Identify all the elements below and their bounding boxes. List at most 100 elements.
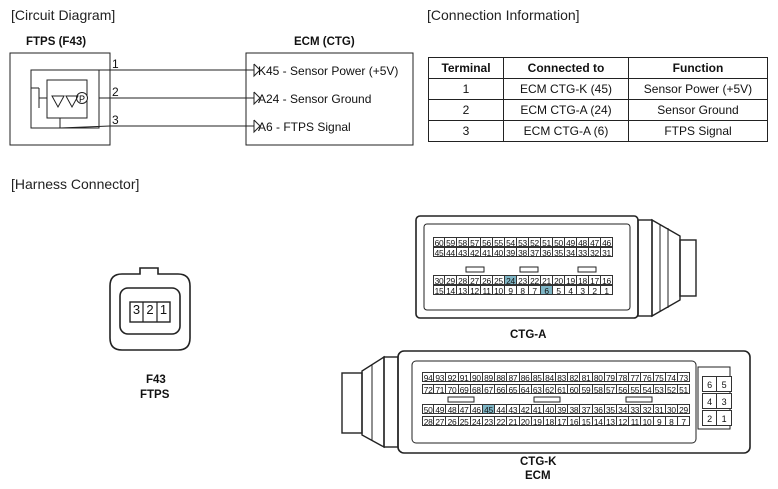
connector-pin: 74 bbox=[665, 372, 678, 383]
connector-pin: 18 bbox=[577, 275, 589, 286]
connector-pin: 52 bbox=[529, 237, 541, 248]
connector-pin: 16 bbox=[601, 275, 613, 286]
connector-pin: 45 bbox=[433, 247, 445, 258]
connector-pin: 73 bbox=[677, 372, 691, 383]
connector-pin: 13 bbox=[457, 285, 469, 296]
connector-pin: 78 bbox=[617, 372, 630, 383]
connector-pin: 81 bbox=[580, 372, 593, 383]
connector-pin: 47 bbox=[458, 404, 471, 415]
connector-pin: 35 bbox=[604, 404, 617, 415]
connector-pin: 68 bbox=[470, 384, 483, 395]
connector-pin: 27 bbox=[434, 416, 447, 427]
connector-pin: 25 bbox=[458, 416, 471, 427]
f43-pin: 1 bbox=[159, 302, 168, 317]
connector-pin: 28 bbox=[422, 416, 435, 427]
connector-pin: 52 bbox=[665, 384, 678, 395]
connector-pin: 44 bbox=[495, 404, 508, 415]
connector-pin: 58 bbox=[592, 384, 605, 395]
ecm-connector-label: ECM bbox=[525, 470, 551, 482]
connector-pin: 27 bbox=[469, 275, 481, 286]
connector-pin: 1 bbox=[717, 410, 732, 426]
connector-pin: 43 bbox=[457, 247, 469, 258]
ctg-a-label: CTG-A bbox=[510, 329, 547, 341]
connector-pin: 10 bbox=[641, 416, 654, 427]
ftps-connector-label: FTPS bbox=[140, 389, 170, 401]
pin-flag-icon bbox=[253, 91, 261, 106]
connector-pin: 20 bbox=[519, 416, 532, 427]
connector-pin: 1 bbox=[601, 285, 613, 296]
connector-pin: 94 bbox=[422, 372, 435, 383]
connector-pin: 32 bbox=[641, 404, 654, 415]
connector-pin: 76 bbox=[641, 372, 654, 383]
connector-pin: 56 bbox=[617, 384, 630, 395]
connector-pin: 8 bbox=[517, 285, 529, 296]
connector-pin: 67 bbox=[482, 384, 496, 395]
connector-pin: 56 bbox=[481, 237, 493, 248]
connector-pin: 24 bbox=[505, 275, 517, 286]
triangle-icon bbox=[51, 95, 65, 109]
cell-function: Sensor Power (+5V) bbox=[628, 78, 768, 100]
connector-pin: 86 bbox=[519, 372, 532, 383]
connector-pin: 42 bbox=[519, 404, 532, 415]
ftps-box bbox=[9, 52, 111, 146]
connector-pin: 82 bbox=[568, 372, 581, 383]
connector-pin: 40 bbox=[543, 404, 557, 415]
cell-function: FTPS Signal bbox=[628, 120, 768, 142]
triangle-icon bbox=[65, 95, 79, 109]
cell-terminal: 3 bbox=[428, 120, 504, 142]
ecm-label: ECM (CTG) bbox=[294, 36, 355, 48]
connector-pin: 21 bbox=[541, 275, 553, 286]
connector-pin: 80 bbox=[592, 372, 605, 383]
cell-function: Sensor Ground bbox=[628, 99, 768, 121]
connector-pin: 12 bbox=[469, 285, 481, 296]
connector-pin: 15 bbox=[580, 416, 593, 427]
wire-2-terminal: 2 bbox=[112, 85, 119, 99]
sensor-body bbox=[30, 69, 100, 129]
connector-pin: 5 bbox=[717, 376, 732, 392]
pin-flag-icon bbox=[253, 63, 261, 78]
connector-pin: 33 bbox=[629, 404, 642, 415]
connector-pin: 38 bbox=[517, 247, 529, 258]
connector-pin: 25 bbox=[493, 275, 505, 286]
connector-pin: 58 bbox=[457, 237, 469, 248]
connector-pin: 41 bbox=[531, 404, 544, 415]
connector-pin: 3 bbox=[717, 393, 732, 409]
connector-pin: 34 bbox=[565, 247, 577, 258]
connection-info-title: [Connection Information] bbox=[427, 7, 580, 23]
connector-pin: 36 bbox=[541, 247, 553, 258]
connector-pin: 45 bbox=[482, 404, 496, 415]
connector-pin: 9 bbox=[505, 285, 517, 296]
connector-pin: 92 bbox=[446, 372, 459, 383]
f43-pins: 3 2 1 bbox=[130, 302, 170, 317]
connector-pin: 47 bbox=[589, 237, 601, 248]
header-terminal: Terminal bbox=[428, 57, 504, 79]
connector-pin: 75 bbox=[653, 372, 666, 383]
connector-pin: 8 bbox=[665, 416, 678, 427]
connector-pin: 36 bbox=[592, 404, 605, 415]
connector-pin: 41 bbox=[481, 247, 493, 258]
connector-pin: 44 bbox=[445, 247, 457, 258]
wire-3-ecm-pin: A6 - FTPS Signal bbox=[258, 120, 351, 134]
ftps-label: FTPS (F43) bbox=[26, 36, 87, 48]
connector-pin: 3 bbox=[577, 285, 589, 296]
connector-pin: 6 bbox=[541, 285, 553, 296]
cell-terminal: 2 bbox=[428, 99, 504, 121]
connector-pin: 21 bbox=[507, 416, 520, 427]
connector-pin: 85 bbox=[531, 372, 544, 383]
connector-pin: 54 bbox=[641, 384, 654, 395]
connector-pin: 63 bbox=[531, 384, 544, 395]
connector-pin: 34 bbox=[617, 404, 630, 415]
connector-pin: 9 bbox=[653, 416, 666, 427]
connector-pin: 40 bbox=[493, 247, 505, 258]
connector-pin: 38 bbox=[568, 404, 581, 415]
connector-pin: 69 bbox=[458, 384, 471, 395]
cell-connected-to: ECM CTG-A (6) bbox=[503, 120, 629, 142]
connector-pin: 37 bbox=[529, 247, 541, 258]
connector-pin: 7 bbox=[677, 416, 691, 427]
f43-pin: 3 bbox=[132, 302, 141, 317]
harness-connector-title: [Harness Connector] bbox=[11, 176, 140, 192]
cell-connected-to: ECM CTG-A (24) bbox=[503, 99, 629, 121]
